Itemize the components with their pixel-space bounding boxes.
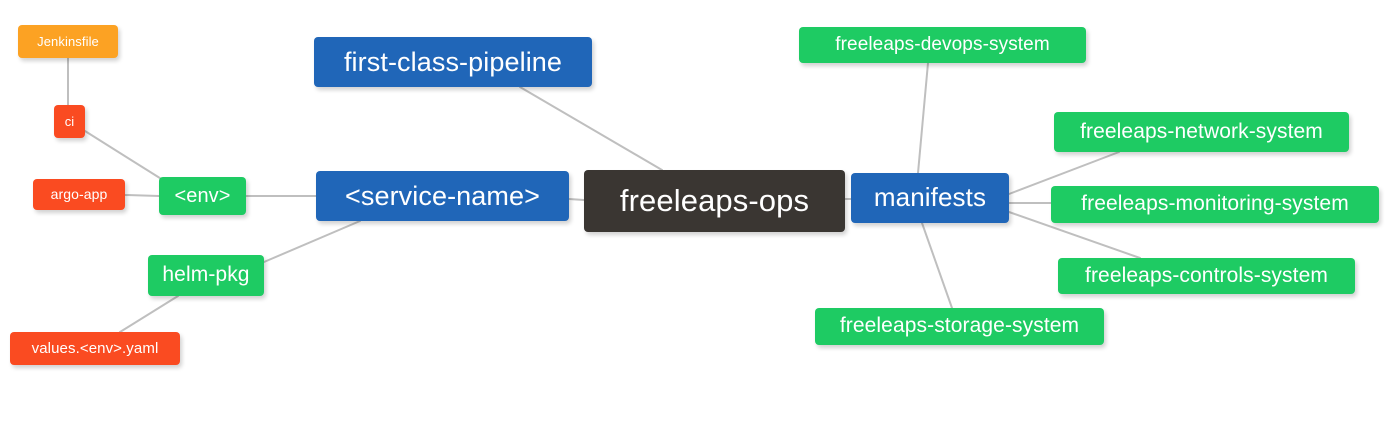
- node-label-freeleaps-devops-system: freeleaps-devops-system: [835, 34, 1050, 56]
- edge-argo-app-to-env: [124, 194, 160, 197]
- edge-manifests-to-freeleaps-network-system: [1008, 151, 1120, 195]
- node-label-manifests: manifests: [873, 182, 987, 213]
- edge-helm-pkg-to-service-name: [263, 220, 361, 263]
- node-label-service-name: <service-name>: [345, 180, 540, 211]
- node-label-freeleaps-network-system: freeleaps-network-system: [1080, 119, 1323, 143]
- node-freeleaps-controls-system[interactable]: freeleaps-controls-system: [1058, 258, 1355, 294]
- node-first-class-pipeline[interactable]: first-class-pipeline: [314, 37, 592, 87]
- node-label-first-class-pipeline: first-class-pipeline: [343, 46, 563, 77]
- node-label-ci: ci: [64, 113, 75, 129]
- node-label-freeleaps-ops: freeleaps-ops: [619, 182, 810, 218]
- edge-manifests-to-freeleaps-devops-system: [917, 62, 929, 174]
- node-label-freeleaps-storage-system: freeleaps-storage-system: [839, 314, 1080, 338]
- node-freeleaps-monitoring-system[interactable]: freeleaps-monitoring-system: [1051, 186, 1379, 223]
- node-label-argo-app: argo-app: [50, 186, 108, 203]
- edge-first-class-pipeline-to-freeleaps-ops: [519, 86, 663, 171]
- node-freeleaps-ops[interactable]: freeleaps-ops: [584, 170, 845, 232]
- node-label-env: <env>: [174, 184, 231, 207]
- node-manifests[interactable]: manifests: [851, 173, 1009, 223]
- edge-manifests-to-freeleaps-controls-system: [1008, 211, 1141, 259]
- edge-ci-to-env: [84, 130, 164, 181]
- edge-service-name-to-freeleaps-ops: [568, 198, 585, 201]
- node-helm-pkg[interactable]: helm-pkg: [148, 255, 264, 296]
- node-label-values-env-yaml: values.<env>.yaml: [31, 339, 159, 357]
- node-service-name[interactable]: <service-name>: [316, 171, 569, 221]
- node-values-env-yaml[interactable]: values.<env>.yaml: [10, 332, 180, 365]
- node-jenkinsfile[interactable]: Jenkinsfile: [18, 25, 118, 58]
- node-label-jenkinsfile: Jenkinsfile: [37, 33, 99, 49]
- node-freeleaps-network-system[interactable]: freeleaps-network-system: [1054, 112, 1349, 152]
- node-argo-app[interactable]: argo-app: [33, 179, 125, 210]
- node-label-freeleaps-monitoring-system: freeleaps-monitoring-system: [1081, 192, 1349, 216]
- node-env[interactable]: <env>: [159, 177, 246, 215]
- node-freeleaps-devops-system[interactable]: freeleaps-devops-system: [799, 27, 1086, 63]
- node-freeleaps-storage-system[interactable]: freeleaps-storage-system: [815, 308, 1104, 345]
- node-label-helm-pkg: helm-pkg: [162, 263, 250, 287]
- edge-manifests-to-freeleaps-storage-system: [921, 222, 953, 309]
- edge-values-env-yaml-to-helm-pkg: [119, 295, 179, 333]
- node-label-freeleaps-controls-system: freeleaps-controls-system: [1085, 263, 1328, 287]
- node-ci[interactable]: ci: [54, 105, 85, 138]
